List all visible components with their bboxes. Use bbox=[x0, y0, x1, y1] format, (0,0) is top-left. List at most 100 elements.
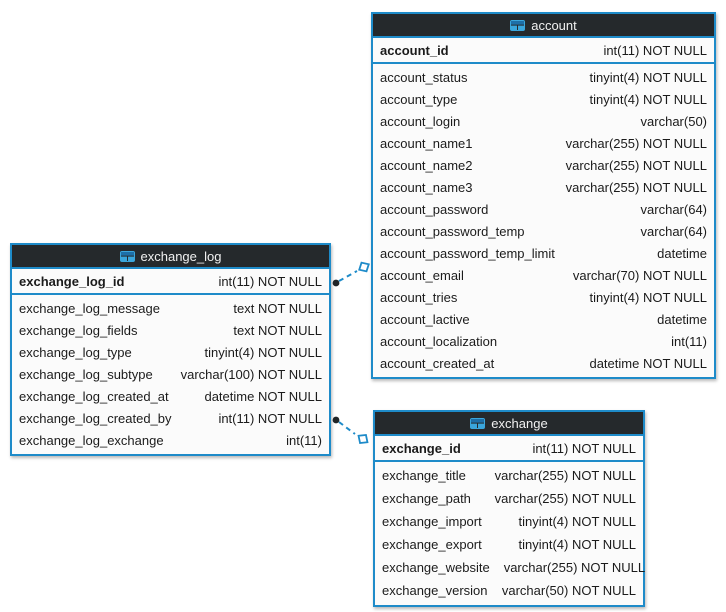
column-type: int(11) bbox=[671, 333, 707, 349]
pk-row[interactable]: account_id int(11) NOT NULL bbox=[373, 38, 714, 64]
column-row[interactable]: account_created_at datetime NOT NULL bbox=[373, 352, 714, 374]
column-row[interactable]: exchange_title varchar(255) NOT NULL bbox=[375, 464, 643, 487]
connector-dot bbox=[332, 416, 340, 424]
column-name: account_password_temp bbox=[380, 223, 525, 239]
column-row[interactable]: account_localization int(11) bbox=[373, 330, 714, 352]
column-type: text NOT NULL bbox=[233, 300, 322, 316]
column-type: tinyint(4) NOT NULL bbox=[204, 344, 322, 360]
column-name: account_password bbox=[380, 201, 489, 217]
column-name: exchange_path bbox=[382, 491, 471, 506]
column-name: exchange_log_created_by bbox=[19, 410, 172, 426]
column-name: account_type bbox=[380, 91, 458, 107]
column-row[interactable]: exchange_log_message text NOT NULL bbox=[12, 297, 329, 319]
column-type: datetime bbox=[657, 311, 707, 327]
column-type: varchar(64) bbox=[640, 223, 707, 239]
column-row[interactable]: exchange_export tinyint(4) NOT NULL bbox=[375, 533, 643, 556]
pk-column-name: account_id bbox=[380, 42, 449, 58]
pk-column-type: int(11) NOT NULL bbox=[603, 42, 707, 58]
column-name: exchange_import bbox=[382, 514, 482, 529]
table-header[interactable]: exchange_log bbox=[12, 245, 329, 269]
column-type: tinyint(4) NOT NULL bbox=[589, 69, 707, 85]
column-row[interactable]: account_tries tinyint(4) NOT NULL bbox=[373, 286, 714, 308]
column-row[interactable]: account_name3 varchar(255) NOT NULL bbox=[373, 176, 714, 198]
table-header[interactable]: exchange bbox=[375, 412, 643, 436]
column-row[interactable]: exchange_log_exchange int(11) bbox=[12, 429, 329, 451]
column-type: int(11) bbox=[286, 432, 322, 448]
column-row[interactable]: exchange_log_subtype varchar(100) NOT NU… bbox=[12, 363, 329, 385]
connector-line bbox=[338, 270, 358, 282]
column-row[interactable]: account_name1 varchar(255) NOT NULL bbox=[373, 132, 714, 154]
column-type: varchar(50) bbox=[640, 113, 707, 129]
column-row[interactable]: exchange_path varchar(255) NOT NULL bbox=[375, 487, 643, 510]
column-row[interactable]: exchange_log_created_by int(11) NOT NULL bbox=[12, 407, 329, 429]
relationship-exchange-log-account[interactable] bbox=[332, 260, 372, 287]
column-row[interactable]: exchange_version varchar(50) NOT NULL bbox=[375, 579, 643, 602]
column-type: tinyint(4) NOT NULL bbox=[518, 514, 636, 529]
table-exchange[interactable]: exchange exchange_id int(11) NOT NULL ex… bbox=[373, 410, 645, 607]
relationship-exchange-log-exchange[interactable] bbox=[332, 416, 371, 447]
table-title: account bbox=[531, 17, 577, 33]
column-type: datetime NOT NULL bbox=[589, 355, 707, 371]
column-name: account_name3 bbox=[380, 179, 473, 195]
pk-column-name: exchange_id bbox=[382, 440, 461, 456]
table-icon bbox=[119, 250, 135, 262]
column-type: tinyint(4) NOT NULL bbox=[518, 537, 636, 552]
column-row[interactable]: exchange_log_created_at datetime NOT NUL… bbox=[12, 385, 329, 407]
column-name: account_created_at bbox=[380, 355, 495, 371]
column-type: varchar(100) NOT NULL bbox=[180, 366, 322, 382]
connector-diamond bbox=[358, 261, 370, 273]
column-name: account_status bbox=[380, 69, 468, 85]
pk-row[interactable]: exchange_log_id int(11) NOT NULL bbox=[12, 269, 329, 295]
table-account[interactable]: account account_id int(11) NOT NULL acco… bbox=[371, 12, 716, 379]
column-row[interactable]: account_type tinyint(4) NOT NULL bbox=[373, 88, 714, 110]
column-list: account_status tinyint(4) NOT NULL accou… bbox=[373, 64, 714, 377]
column-name: account_email bbox=[380, 267, 464, 283]
pk-row[interactable]: exchange_id int(11) NOT NULL bbox=[375, 436, 643, 462]
table-header[interactable]: account bbox=[373, 14, 714, 38]
column-name: exchange_export bbox=[382, 537, 482, 552]
table-title: exchange_log bbox=[140, 248, 222, 264]
column-name: exchange_log_created_at bbox=[19, 388, 169, 404]
column-row[interactable]: account_lactive datetime bbox=[373, 308, 714, 330]
column-row[interactable]: account_name2 varchar(255) NOT NULL bbox=[373, 154, 714, 176]
connector-diamond bbox=[357, 433, 369, 445]
column-type: varchar(255) NOT NULL bbox=[494, 491, 636, 506]
column-type: varchar(64) bbox=[640, 201, 707, 217]
column-type: varchar(50) NOT NULL bbox=[501, 583, 636, 598]
table-icon bbox=[510, 19, 526, 31]
column-row[interactable]: account_status tinyint(4) NOT NULL bbox=[373, 66, 714, 88]
column-type: tinyint(4) NOT NULL bbox=[589, 289, 707, 305]
column-row[interactable]: exchange_import tinyint(4) NOT NULL bbox=[375, 510, 643, 533]
column-list: exchange_log_message text NOT NULL excha… bbox=[12, 295, 329, 454]
column-name: account_login bbox=[380, 113, 461, 129]
column-row[interactable]: account_password varchar(64) bbox=[373, 198, 714, 220]
column-row[interactable]: exchange_log_type tinyint(4) NOT NULL bbox=[12, 341, 329, 363]
column-type: varchar(70) NOT NULL bbox=[572, 267, 707, 283]
column-name: exchange_log_subtype bbox=[19, 366, 153, 382]
connector-line bbox=[338, 421, 356, 435]
table-title: exchange bbox=[491, 415, 548, 431]
column-name: account_password_temp_limit bbox=[380, 245, 555, 261]
column-row[interactable]: exchange_website varchar(255) NOT NULL bbox=[375, 556, 645, 579]
column-name: exchange_title bbox=[382, 468, 466, 483]
column-type: varchar(255) NOT NULL bbox=[565, 157, 707, 173]
column-name: account_localization bbox=[380, 333, 498, 349]
column-name: exchange_log_message bbox=[19, 300, 160, 316]
pk-column-name: exchange_log_id bbox=[19, 273, 125, 289]
column-row[interactable]: account_email varchar(70) NOT NULL bbox=[373, 264, 714, 286]
column-row[interactable]: exchange_log_fields text NOT NULL bbox=[12, 319, 329, 341]
connector-dot bbox=[332, 279, 340, 287]
column-name: exchange_log_type bbox=[19, 344, 132, 360]
column-row[interactable]: account_login varchar(50) bbox=[373, 110, 714, 132]
column-name: exchange_log_fields bbox=[19, 322, 138, 338]
table-exchange-log[interactable]: exchange_log exchange_log_id int(11) NOT… bbox=[10, 243, 331, 456]
column-name: account_lactive bbox=[380, 311, 470, 327]
column-row[interactable]: account_password_temp varchar(64) bbox=[373, 220, 714, 242]
column-type: text NOT NULL bbox=[233, 322, 322, 338]
column-name: account_name1 bbox=[380, 135, 473, 151]
column-row[interactable]: account_password_temp_limit datetime bbox=[373, 242, 714, 264]
column-type: varchar(255) NOT NULL bbox=[565, 135, 707, 151]
table-icon bbox=[470, 417, 486, 429]
column-name: account_tries bbox=[380, 289, 458, 305]
